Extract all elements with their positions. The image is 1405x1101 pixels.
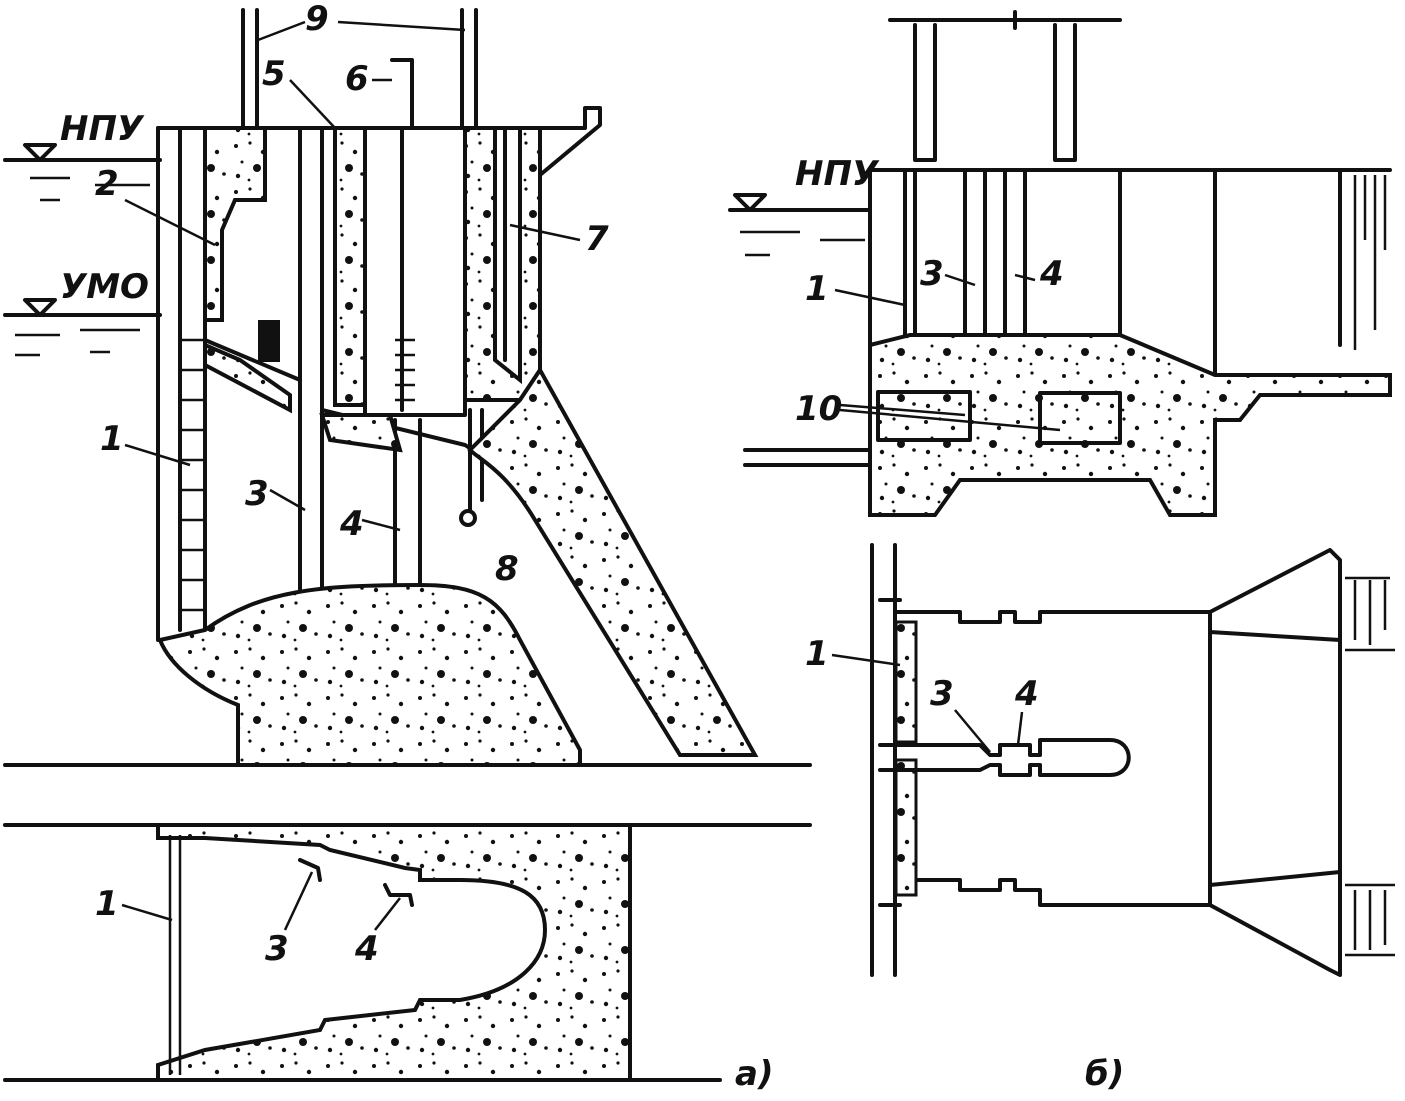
pole-9-right [460, 8, 478, 130]
label-4: 4 [339, 504, 364, 544]
label-5: 5 [262, 54, 286, 94]
b-plan-rack-1-lower [894, 758, 918, 897]
leader-7 [509, 223, 581, 242]
figure-b-section: НПУ 1 3 4 10 [728, 10, 1392, 517]
label-2: 2 [95, 164, 119, 204]
wall-right-7 [463, 126, 542, 402]
b-culvert-10-left [876, 390, 972, 442]
b-pole-left [913, 23, 937, 162]
plan-a-slot-4 [383, 883, 414, 907]
figure-b-plan: 1 3 4 б) [805, 543, 1395, 1094]
b-leader-3 [944, 273, 976, 287]
figure-a-plan: 1 3 4 а) [3, 823, 773, 1094]
trash-rack-wall-1 [156, 126, 207, 642]
foundation-base [157, 582, 582, 767]
label-8: 8 [495, 549, 519, 589]
b-top-beam [888, 10, 1122, 30]
leader-1 [124, 443, 191, 467]
b-plan-pier [878, 738, 1131, 777]
caption-b: б) [1085, 1054, 1124, 1094]
sill-block [319, 413, 403, 453]
b-plan-chamber [893, 548, 1342, 977]
b-label-3: 3 [920, 254, 944, 294]
b-label-10: 10 [795, 389, 842, 429]
b-leader-1 [834, 288, 906, 307]
caption-a: а) [735, 1054, 773, 1094]
b-pole-right [1053, 23, 1077, 162]
b-plan-leader-3 [954, 709, 991, 753]
gate-chamber [363, 126, 467, 417]
downstream-sloped-wall [467, 366, 759, 757]
label-6: 6 [345, 59, 369, 99]
label-npu-a: НПУ [60, 109, 145, 149]
b-plan-label-1: 1 [805, 634, 829, 674]
gate-block [258, 320, 280, 362]
level-triangle-icon [23, 298, 57, 317]
b-plan-downstream-lines [1345, 576, 1395, 957]
pole-9-left [241, 8, 259, 130]
b-leader-4 [1014, 273, 1036, 282]
drain-pipe-8-end [459, 509, 477, 527]
b-plan-label-4: 4 [1014, 674, 1039, 714]
gate-slot-3 [298, 126, 324, 592]
plan-a-slot-3 [298, 858, 322, 882]
label-7: 7 [585, 219, 609, 259]
water-npu-a [3, 143, 162, 202]
water-umo-a [3, 298, 162, 357]
leader-2 [124, 198, 216, 247]
b-slots [903, 168, 1122, 337]
hoist-rod-6 [390, 58, 414, 412]
b-label-4: 4 [1039, 254, 1064, 294]
b-plan-downstream-walls [1208, 610, 1342, 907]
label-umo-a: УМО [60, 267, 149, 307]
plan-a-concrete [156, 823, 632, 1082]
label-3: 3 [245, 474, 269, 514]
plan-a-label-4: 4 [354, 929, 379, 969]
b-culvert-10-right [1038, 391, 1122, 445]
plan-a-leader-4 [374, 897, 401, 931]
wall-2 [203, 126, 267, 322]
leader-4 [361, 518, 401, 532]
b-plan-label-3: 3 [930, 674, 954, 714]
inlet-slope [203, 341, 292, 414]
label-9: 9 [305, 0, 329, 39]
leader-9 [257, 20, 466, 42]
b-plan-leader-1 [831, 653, 901, 667]
plan-a-leader-3 [283, 871, 314, 931]
pier-between-slots [333, 126, 367, 407]
b-plan-leader-4 [1016, 711, 1024, 746]
b-plan-rack-1-upper [894, 620, 918, 744]
plan-a-rack-1 [168, 835, 182, 1075]
water-npu-b [728, 193, 872, 257]
plan-a-label-1: 1 [95, 884, 119, 924]
b-downstream-lines [1353, 175, 1387, 350]
rack-bars [180, 338, 205, 612]
plan-a-leader-1 [121, 903, 173, 922]
b-label-npu: НПУ [795, 154, 880, 194]
plan-a-label-3: 3 [265, 929, 289, 969]
b-foundation [868, 333, 1392, 517]
rod-rungs [395, 338, 415, 402]
label-1: 1 [100, 419, 124, 459]
leader-5 [289, 79, 336, 129]
b-label-1: 1 [805, 269, 829, 309]
b-ground-line [743, 448, 872, 467]
figure-a-section: НПУ УМО 9 5 6 2 7 1 3 4 8 [3, 0, 812, 827]
level-triangle-icon [23, 143, 57, 162]
level-triangle-icon [733, 193, 767, 212]
b-structure-outline [868, 168, 1392, 517]
b-leader-10 [839, 403, 1061, 432]
leader-3 [269, 488, 306, 512]
